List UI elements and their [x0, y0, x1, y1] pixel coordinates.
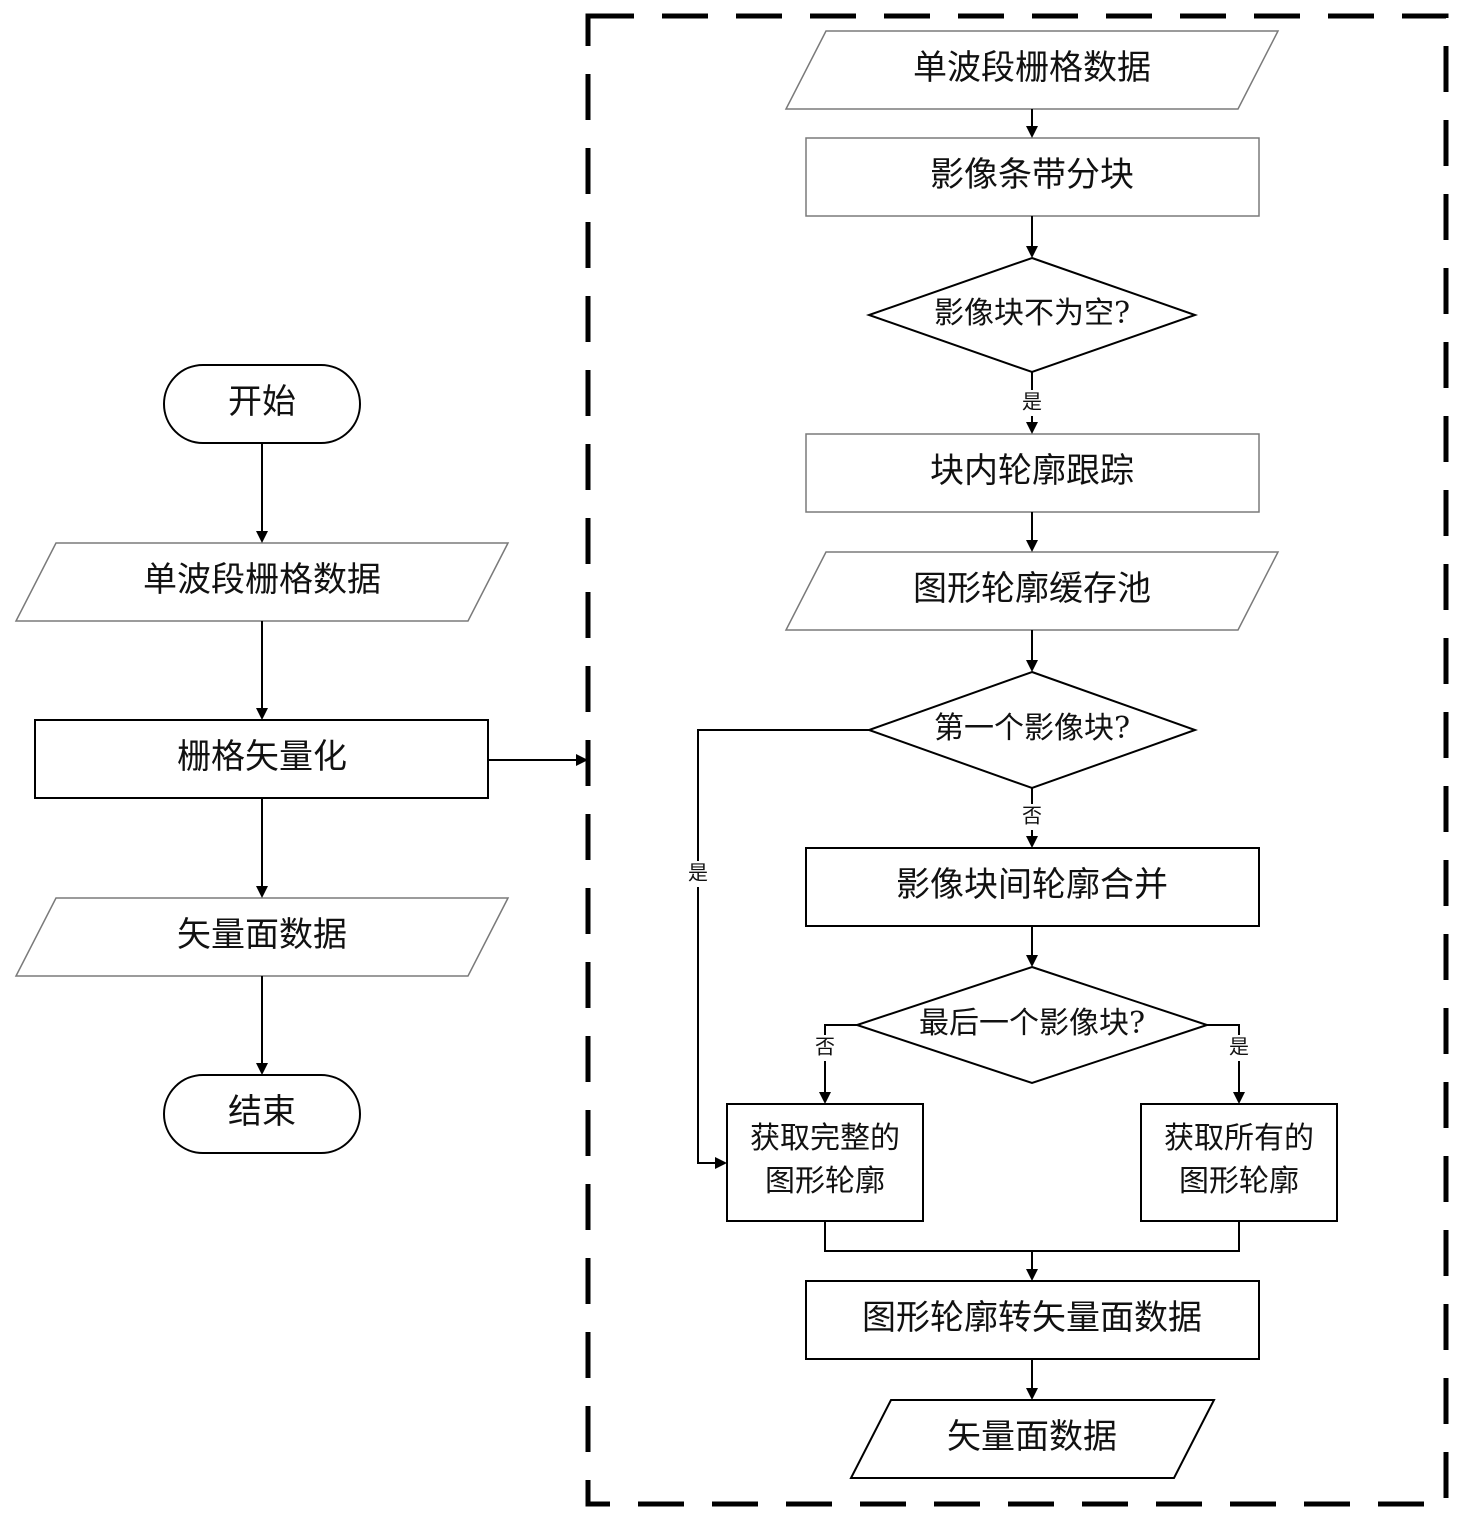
- detail-input-data-node[interactable]: [784, 30, 1280, 110]
- end-terminal[interactable]: [163, 1074, 361, 1154]
- left-output-data-node[interactable]: [14, 897, 510, 977]
- rasterize-vectorize-process[interactable]: [34, 719, 489, 799]
- decision-last-block[interactable]: [853, 965, 1211, 1085]
- edge-label-no-1: 否: [1022, 804, 1042, 828]
- contour-trace-label: 块内轮廓跟踪: [930, 451, 1134, 491]
- get-complete-line2: 图形轮廓: [765, 1164, 885, 1199]
- convert-to-vector-process[interactable]: [805, 1280, 1260, 1360]
- edge-label-yes-3: 是: [1229, 1035, 1249, 1059]
- edge-complete-join: [824, 1221, 1240, 1252]
- left-flow: 开始 单波段栅格数据 栅格矢量化 矢量面数据 结束: [14, 364, 588, 1154]
- decision-not-empty-label: 影像块不为空?: [934, 296, 1130, 331]
- left-input-data-node[interactable]: [14, 542, 510, 622]
- detail-flow: 单波段栅格数据 影像条带分块 影像块不为空? 块内轮廓跟踪 图形轮廓缓存池 第一…: [684, 30, 1338, 1479]
- strip-split-label: 影像条带分块: [930, 155, 1134, 195]
- strip-split-process[interactable]: [805, 137, 1260, 217]
- get-all-contours-process[interactable]: [1140, 1103, 1338, 1222]
- edge-label-yes-1: 是: [1022, 390, 1042, 414]
- edge-label-yes-2: 是: [688, 861, 708, 885]
- edge-last-yes: [1207, 1024, 1245, 1104]
- get-all-line2: 图形轮廓: [1179, 1164, 1299, 1199]
- start-label: 开始: [228, 382, 296, 422]
- edge-first-yes: [697, 729, 869, 1169]
- convert-to-vector-label: 图形轮廓转矢量面数据: [862, 1298, 1202, 1338]
- get-all-line1: 获取所有的: [1164, 1121, 1314, 1156]
- merge-contours-label: 影像块间轮廓合并: [896, 865, 1168, 905]
- detail-input-label: 单波段栅格数据: [913, 48, 1151, 88]
- contour-trace-process[interactable]: [805, 433, 1260, 513]
- decision-first-label: 第一个影像块?: [934, 711, 1130, 746]
- get-complete-line1: 获取完整的: [750, 1121, 900, 1156]
- buffer-pool-label: 图形轮廓缓存池: [913, 569, 1151, 609]
- get-complete-contours-process[interactable]: [726, 1103, 924, 1222]
- decision-last-label: 最后一个影像块?: [919, 1006, 1145, 1041]
- buffer-pool-data-node[interactable]: [784, 551, 1280, 631]
- end-label: 结束: [228, 1092, 296, 1132]
- detail-output-data-node[interactable]: [849, 1399, 1216, 1479]
- rasterize-vectorize-label: 栅格矢量化: [177, 737, 347, 777]
- left-input-label: 单波段栅格数据: [143, 560, 381, 600]
- detail-frame: [585, 13, 1449, 1507]
- edge-label-no-2: 否: [815, 1035, 835, 1059]
- edge-last-no: [819, 1024, 857, 1104]
- detail-output-label: 矢量面数据: [947, 1417, 1117, 1457]
- left-output-label: 矢量面数据: [177, 915, 347, 955]
